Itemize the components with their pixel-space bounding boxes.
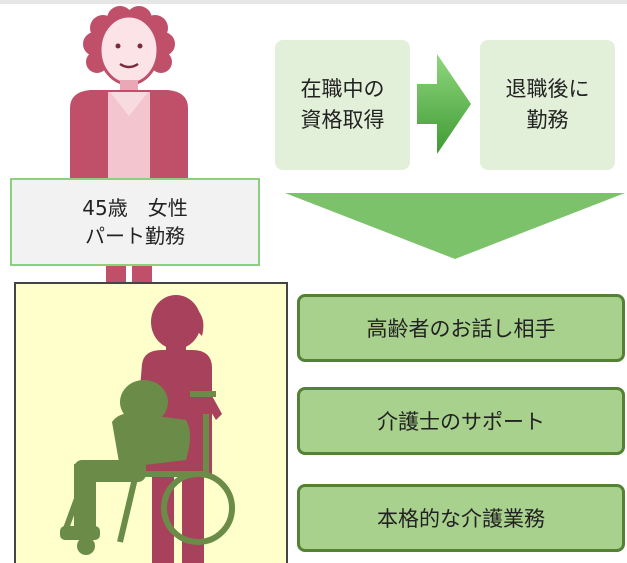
task-full-care-work: 本格的な介護業務 — [297, 484, 625, 552]
step-after-retirement-line1: 退職後に — [505, 77, 590, 101]
step-after-retirement-box: 退職後に 勤務 — [480, 40, 615, 170]
task-conversation-partner-label: 高齢者のお話し相手 — [366, 317, 556, 341]
care-illustration-panel — [14, 282, 288, 563]
task-conversation-partner: 高齢者のお話し相手 — [297, 294, 625, 362]
caregiver-wheelchair-icon — [60, 295, 235, 563]
profile-employment: パート勤務 — [85, 224, 185, 248]
task-caregiver-support: 介護士のサポート — [297, 387, 625, 455]
step-qualification-line2: 資格取得 — [300, 108, 385, 132]
task-full-care-work-label: 本格的な介護業務 — [377, 507, 545, 531]
step-qualification-line1: 在職中の — [300, 77, 385, 101]
step-after-retirement-line2: 勤務 — [526, 108, 569, 132]
flow-arrow-icon — [417, 54, 471, 154]
profile-age-gender: 45歳 女性 — [82, 196, 188, 220]
down-triangle-icon — [285, 193, 625, 259]
profile-label-box: 45歳 女性 パート勤務 — [10, 178, 260, 266]
step-qualification-box: 在職中の 資格取得 — [275, 40, 410, 170]
top-divider — [0, 0, 627, 4]
task-caregiver-support-label: 介護士のサポート — [377, 410, 545, 434]
